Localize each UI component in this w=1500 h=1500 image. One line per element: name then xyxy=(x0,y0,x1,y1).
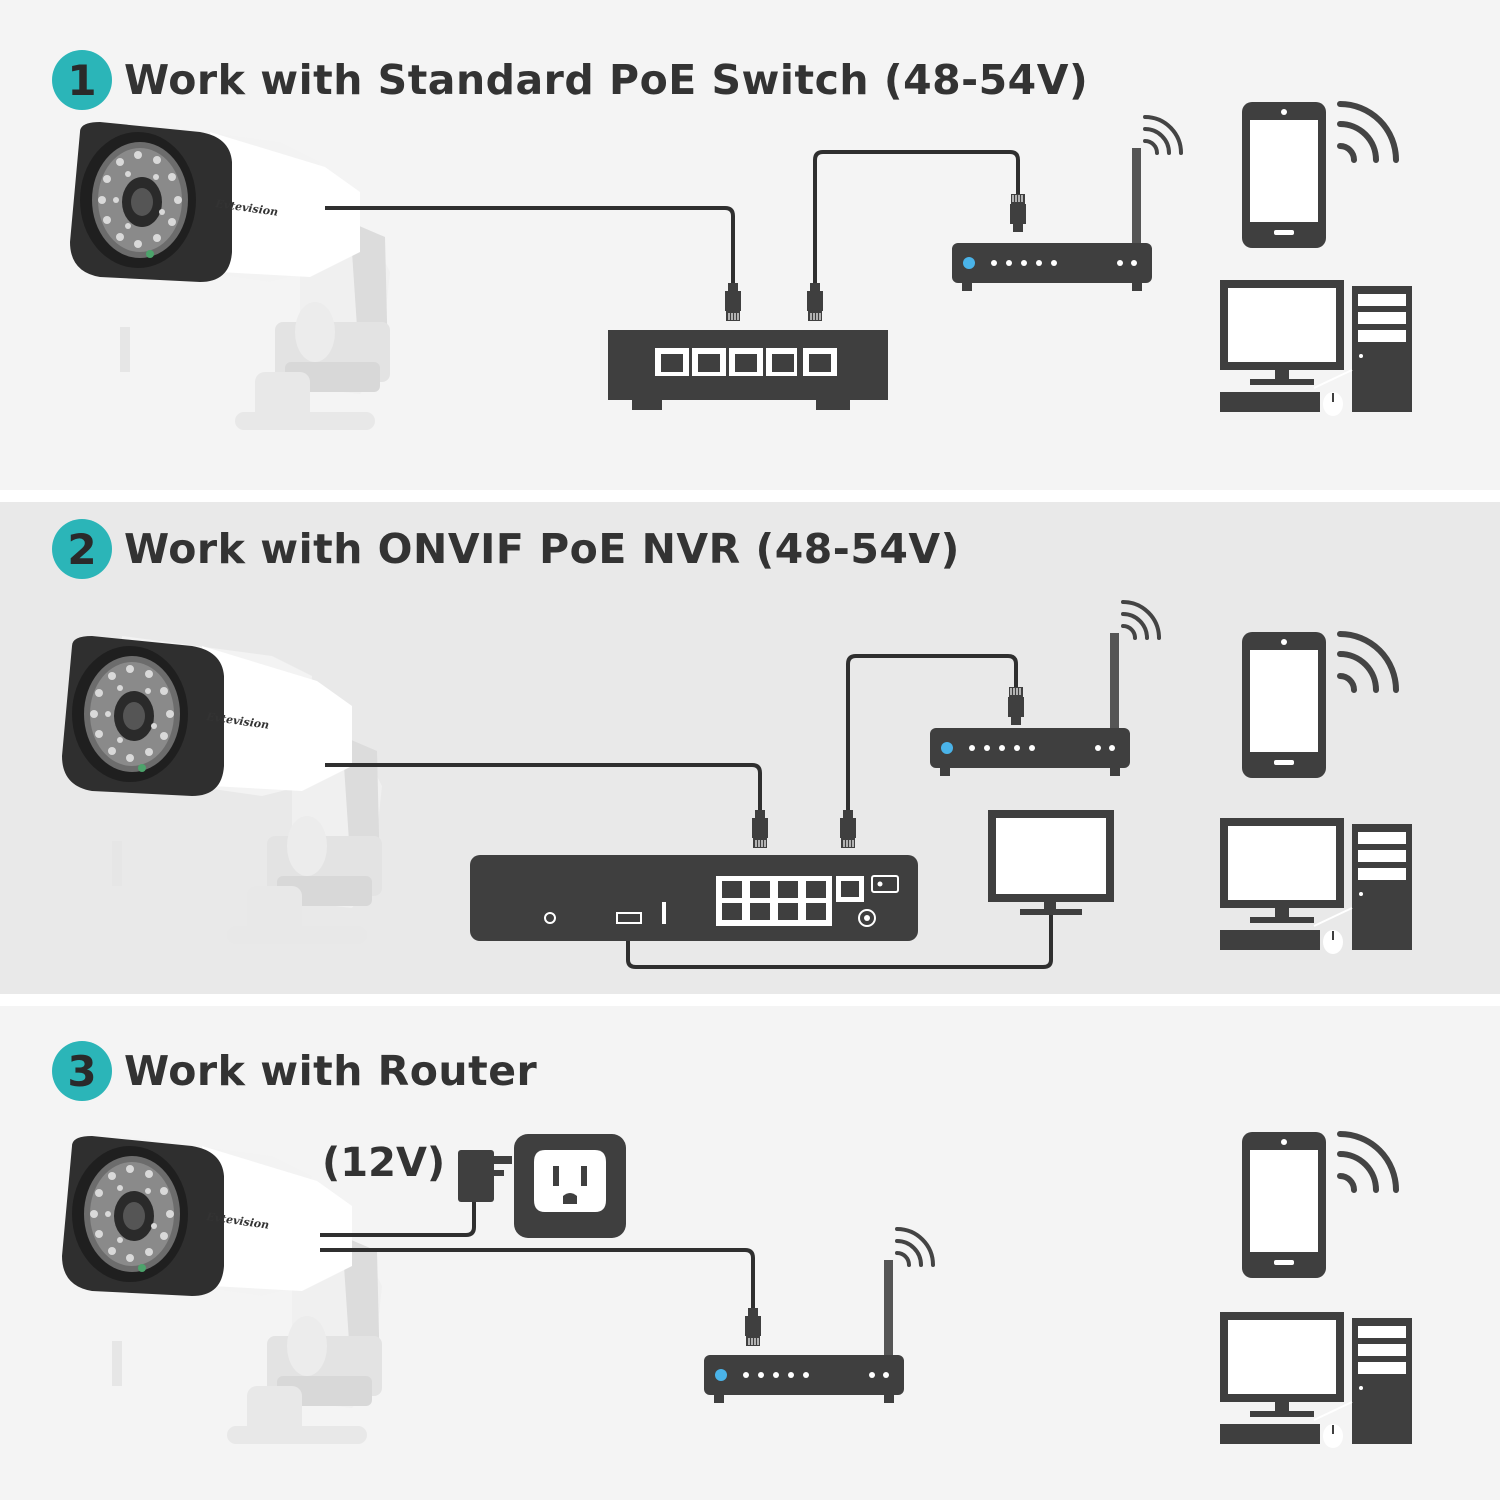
step-number-badge: 2 xyxy=(52,519,112,579)
section-title: Work with Router xyxy=(124,1047,538,1095)
monitor-icon xyxy=(988,810,1114,915)
section-1-heading: 1 Work with Standard PoE Switch (48-54V) xyxy=(52,49,1088,111)
poe-switch-icon xyxy=(608,330,888,410)
power-voltage-label: (12V) xyxy=(322,1140,446,1186)
section-2-heading: 2 Work with ONVIF PoE NVR (48-54V) xyxy=(52,518,960,580)
wall-outlet-icon xyxy=(514,1134,626,1238)
ethernet-plug-icon xyxy=(724,282,742,322)
section-3-heading: 3 Work with Router xyxy=(52,1040,537,1102)
step-number-badge: 1 xyxy=(52,50,112,110)
phone-icon xyxy=(1242,632,1396,778)
section-title: Work with Standard PoE Switch (48-54V) xyxy=(124,56,1089,104)
ethernet-plug-icon xyxy=(744,1307,762,1347)
ethernet-plug-icon xyxy=(1007,686,1025,726)
section-title: Work with ONVIF PoE NVR (48-54V) xyxy=(124,525,960,573)
phone-icon xyxy=(1242,102,1396,248)
router-icon xyxy=(702,1227,935,1405)
nvr-icon xyxy=(470,855,918,941)
camera-icon xyxy=(62,636,382,944)
desktop-computer-icon xyxy=(1219,279,1413,417)
ethernet-plug-icon xyxy=(1009,193,1027,233)
desktop-computer-icon xyxy=(1219,1311,1413,1449)
desktop-computer-icon xyxy=(1219,817,1413,955)
camera-icon xyxy=(70,122,390,430)
ethernet-plug-icon xyxy=(751,809,769,849)
router-icon xyxy=(950,115,1183,293)
power-adapter-icon xyxy=(458,1150,512,1202)
section-divider xyxy=(0,490,1500,502)
step-number-badge: 3 xyxy=(52,1041,112,1101)
phone-icon xyxy=(1242,1132,1396,1278)
ethernet-plug-icon xyxy=(806,282,824,322)
ethernet-plug-icon xyxy=(839,809,857,849)
section-divider xyxy=(0,994,1500,1006)
router-icon xyxy=(928,600,1161,778)
